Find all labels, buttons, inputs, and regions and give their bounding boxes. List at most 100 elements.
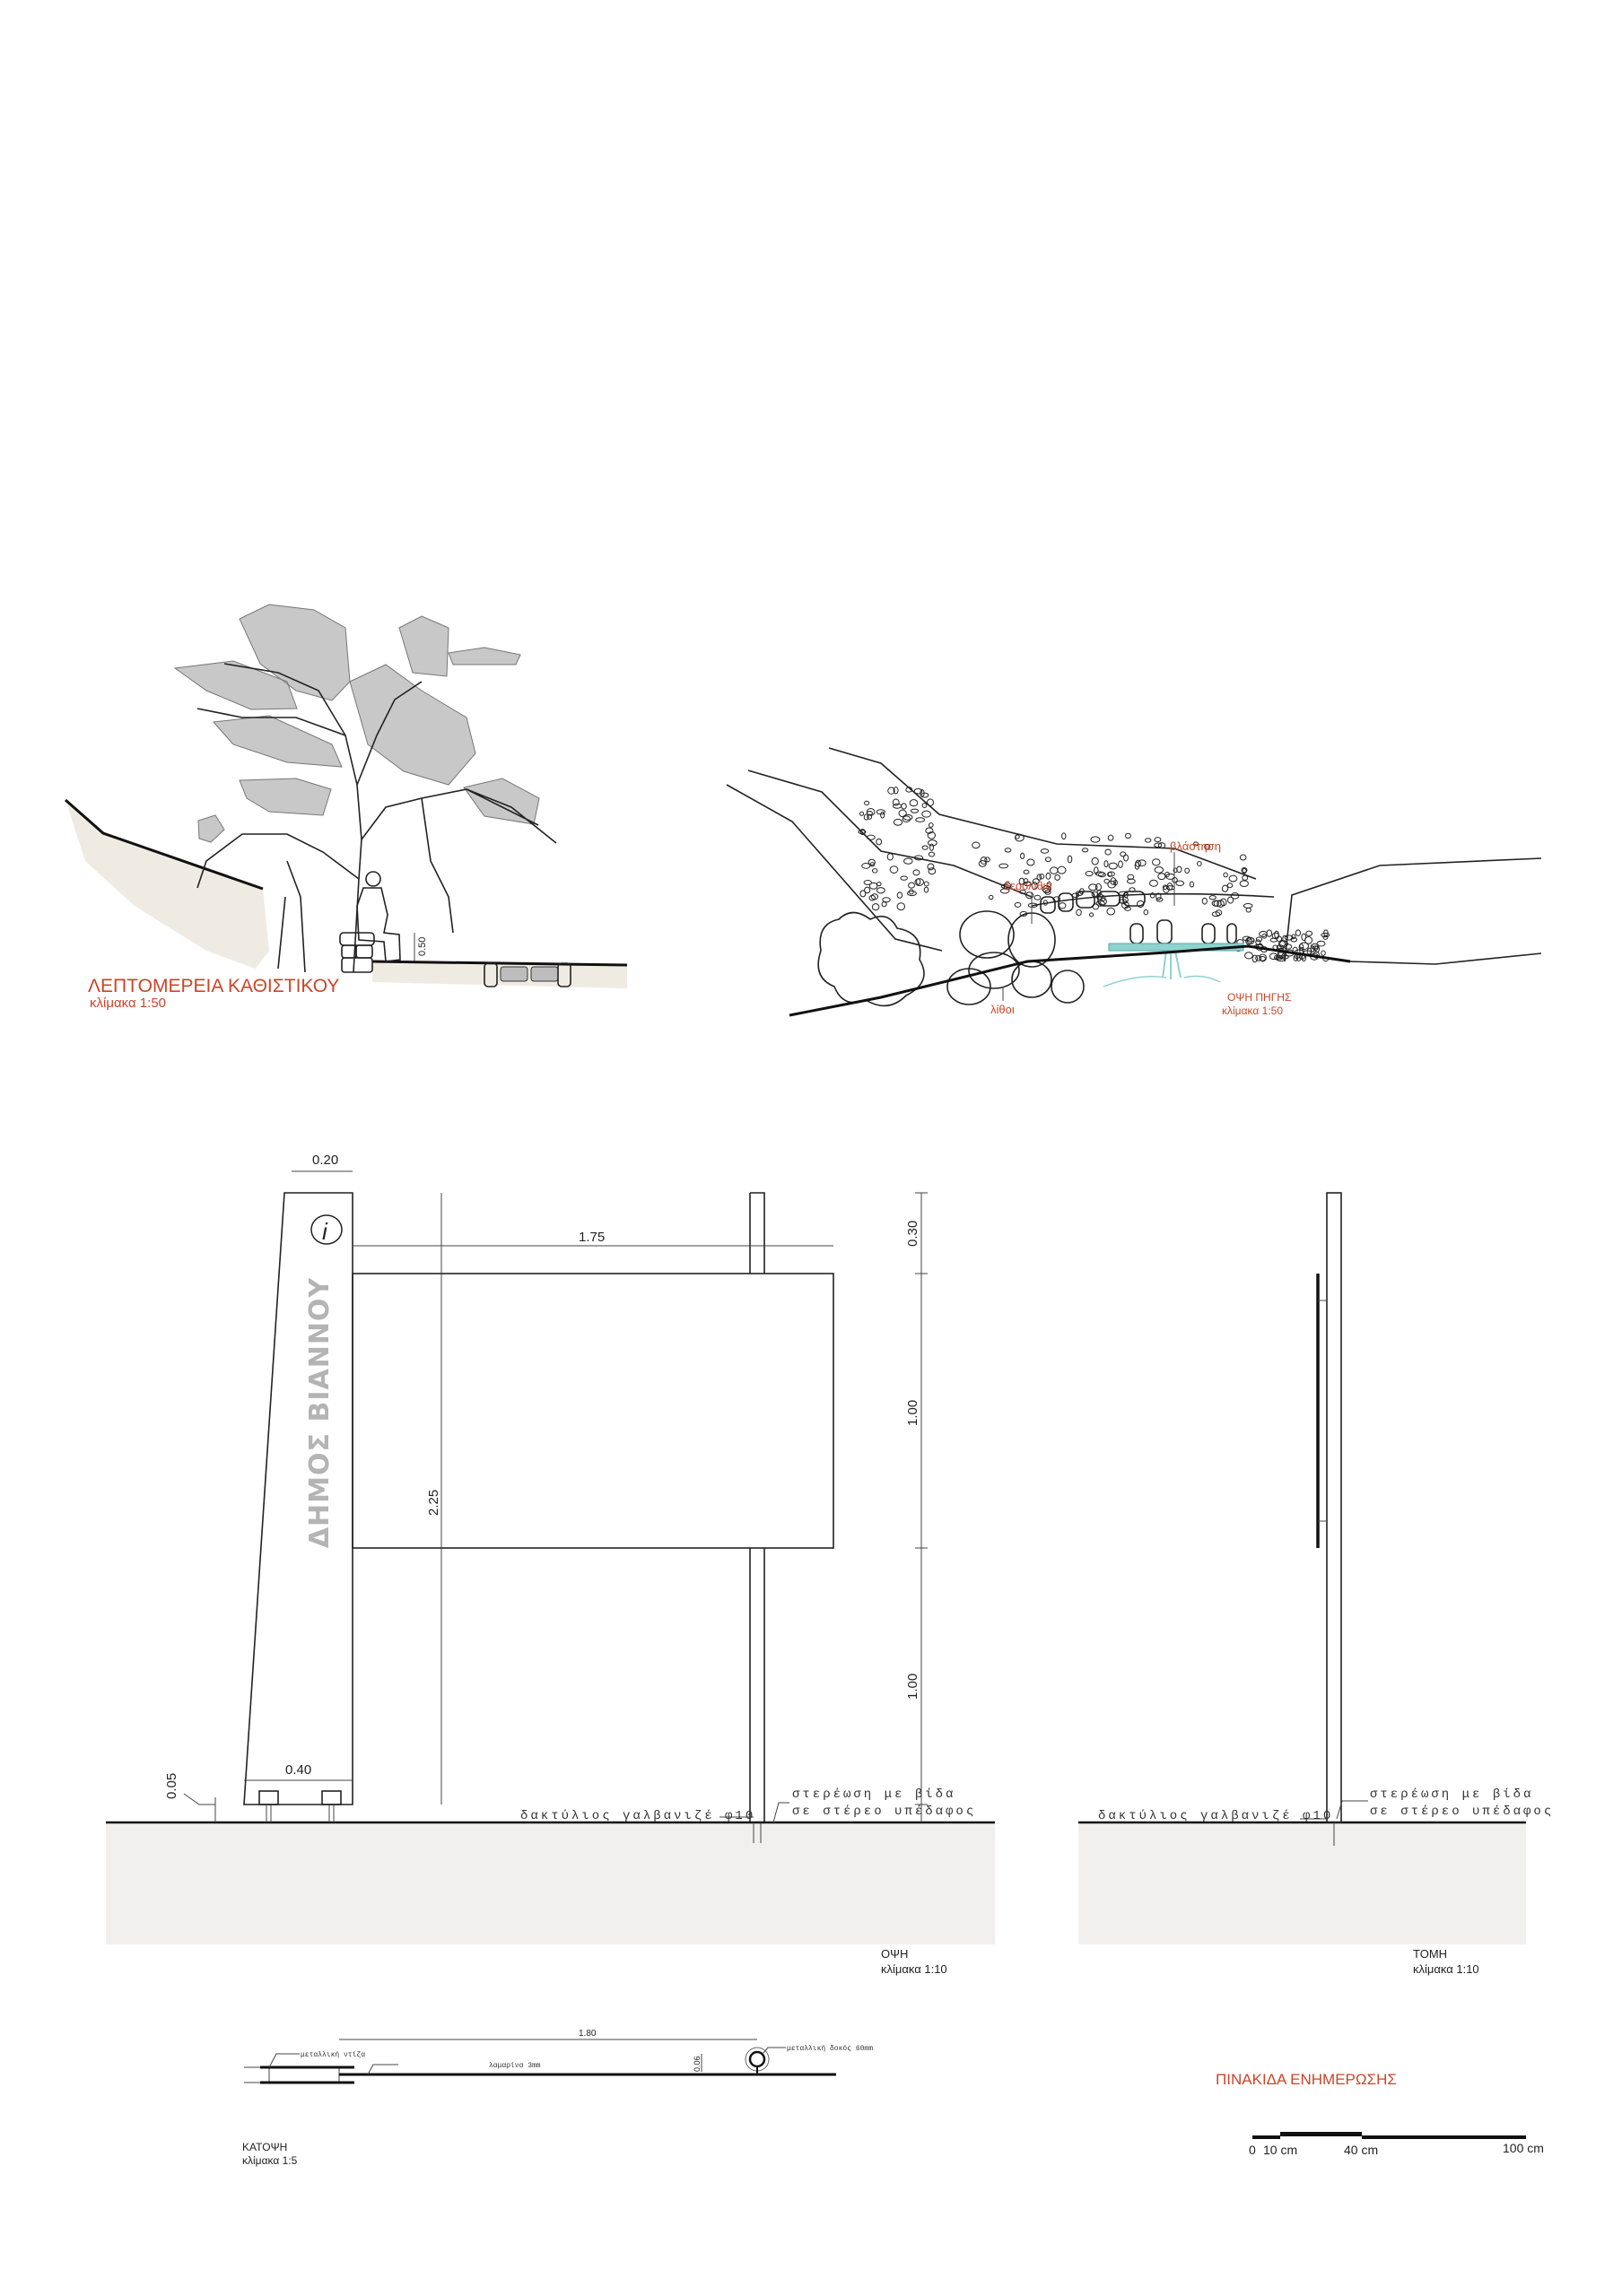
vegetation-mark — [1154, 866, 1164, 874]
path-ground-fill — [372, 961, 627, 988]
bush — [817, 911, 925, 1007]
vegetation-mark — [925, 827, 934, 834]
section-note-anchor-line1: στερέωση με βίδα — [1370, 1787, 1533, 1802]
elevation-scale: κλίμακα 1:10 — [881, 1962, 947, 1976]
path-ground-line — [371, 960, 628, 967]
vegetation-mark — [1123, 854, 1129, 862]
rock-outline — [1349, 952, 1542, 965]
slope-line — [726, 784, 943, 952]
vegetation-mark — [927, 863, 935, 871]
vegetation-mark — [868, 858, 876, 865]
vegetation-mark — [1246, 937, 1255, 943]
vegetation-mark — [871, 903, 880, 911]
vegetation-mark — [1242, 867, 1247, 874]
vegetation-mark — [1124, 832, 1131, 839]
vegetation-mark — [1042, 888, 1051, 893]
anchor-legs — [266, 1805, 335, 1822]
base-plate — [321, 1790, 342, 1805]
vegetation-mark — [867, 813, 873, 820]
vegetation-mark — [1124, 906, 1131, 911]
vegetation-mark — [1321, 932, 1330, 938]
vegetation-mark — [923, 881, 929, 887]
vegetation-mark — [1032, 878, 1040, 885]
pylon-lettering: ΔΗΜΟΣ ΒΙΑΝΝΟΥ — [304, 1277, 336, 1549]
vegetation-mark — [984, 857, 990, 863]
seat-detail-scale: κλίμακα 1:50 — [90, 996, 166, 1011]
vegetation-mark — [1276, 935, 1283, 943]
vegetation-mark — [1036, 874, 1042, 881]
vegetation-mark — [972, 841, 981, 849]
vegetation-mark — [893, 818, 903, 826]
vegetation-mark — [1134, 861, 1140, 870]
plan-label-sheet: λαμαρίνα 3mm — [489, 2062, 541, 2070]
graphic-scale-bar: 0 10 cm 40 cm 100 cm — [1249, 2132, 1544, 2157]
vegetation-mark — [1046, 882, 1052, 888]
vegetation-mark — [1076, 909, 1082, 917]
vegetation-mark — [1054, 874, 1060, 881]
vegetation-mark — [1290, 936, 1298, 943]
vegetation-mark — [1255, 936, 1263, 943]
vegetation-mark — [1213, 900, 1222, 908]
dim-top-gap: 0.30 — [905, 1221, 920, 1247]
vegetation-mark — [928, 851, 936, 857]
vegetation-mark — [927, 798, 934, 806]
vegetation-mark — [1045, 872, 1051, 880]
vegetation-mark — [1020, 852, 1025, 860]
scale-label-10: 10 cm — [1263, 2143, 1297, 2157]
vegetation-mark — [896, 902, 905, 911]
vegetation-mark — [1144, 838, 1152, 843]
slope-line — [747, 770, 1033, 898]
vegetation-mark — [1305, 930, 1313, 936]
vegetation-mark — [1106, 907, 1115, 916]
vegetation-mark — [1223, 872, 1228, 878]
vegetation-mark — [1108, 862, 1118, 870]
vegetation-mark — [1019, 889, 1026, 894]
vegetation-mark — [1321, 950, 1326, 956]
support-post — [749, 1192, 765, 1822]
vegetation-mark — [913, 787, 923, 795]
sign-elevation: i ΔΗΜΟΣ ΒΙΑΝΝΟΥ 0.20 1.75 2.25 0.30 1.00… — [106, 1152, 995, 1976]
note-anchor-line2: σε στέρεο υπέδαφος — [792, 1805, 976, 1819]
seat-detail-title: ΛΕΠΤΟΜΕΡΕΙΑ ΚΑΘΙΣΤΙΚΟΥ — [88, 976, 339, 996]
drystone-wall — [1031, 891, 1275, 944]
dim-total-height: 2.25 — [426, 1490, 441, 1516]
vegetation-mark — [1245, 907, 1251, 913]
plan-title: ΚΑΤΟΨΗ — [242, 2141, 287, 2153]
vegetation-mark — [1023, 878, 1029, 884]
vegetation-mark — [889, 865, 899, 874]
vegetation-mark — [892, 798, 900, 806]
spring-view-drawing: βλάστηση ξερολιθιά λίθοι ΟΨΗ ΠΗΓΗΣ κλίμα… — [726, 747, 1542, 1017]
vegetation-mark — [859, 890, 867, 898]
vegetation-mark — [876, 809, 885, 815]
vegetation-mark — [1033, 894, 1042, 900]
vegetation-mark — [1192, 841, 1199, 847]
vegetation-mark — [1226, 883, 1234, 889]
dim-pylon-base-width: 0.40 — [285, 1762, 311, 1778]
svg-text:i: i — [322, 1218, 328, 1245]
vegetation-mark — [1067, 855, 1073, 864]
vegetation-mark — [1157, 842, 1166, 849]
vegetation-mark — [1107, 871, 1115, 877]
vegetation-mark — [1061, 832, 1067, 840]
vegetation-mark — [1175, 880, 1185, 886]
vegetation-mark — [1120, 851, 1127, 857]
scale-label-40: 40 cm — [1344, 2143, 1378, 2157]
vegetation-mark — [1278, 939, 1286, 948]
vegetation-mark — [1121, 901, 1129, 909]
vegetation-mark — [908, 882, 915, 889]
vegetation-mark — [1189, 881, 1195, 888]
vegetation-mark — [1255, 939, 1261, 945]
info-panel — [352, 1273, 834, 1549]
vegetation-mark — [859, 829, 866, 836]
vegetation-mark — [1003, 882, 1012, 891]
vegetation-mark — [1094, 866, 1099, 874]
vegetation-mark — [896, 891, 903, 899]
section-title: ΤΟΜΗ — [1413, 1947, 1447, 1961]
water-basin — [1103, 943, 1244, 987]
vegetation-mark — [910, 808, 920, 813]
vegetation-mark — [876, 887, 885, 894]
seat-detail-drawing: 0.50 ΛΕΠΤΟΜΕΡΕΙΑ ΚΑΘΙΣΤΙΚΟΥ κλίμακα 1:50 — [65, 604, 628, 1011]
vegetation-mark — [1091, 857, 1099, 865]
vegetation-mark — [868, 882, 878, 890]
rock-outline — [1284, 857, 1542, 962]
